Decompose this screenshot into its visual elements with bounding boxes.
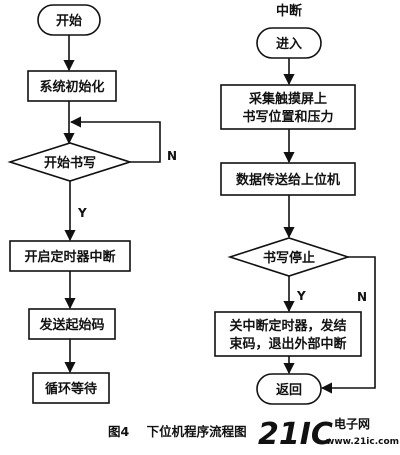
- decision-stop-writing: [227, 237, 351, 277]
- loop-box: [32, 372, 110, 404]
- init-box: [27, 70, 117, 102]
- watermark-cn: 电子网: [334, 416, 370, 431]
- decision-stop-writing-label: 书写停止: [263, 250, 315, 266]
- figure-caption: 图4 下位机程序流程图: [108, 424, 247, 439]
- timer-label: 开启定时器中断: [24, 249, 115, 265]
- interrupt-title: 中断: [276, 3, 302, 19]
- transmit-box: [220, 162, 356, 196]
- collect-box: [220, 84, 356, 130]
- edge-decision-no-loop: [69, 116, 161, 163]
- watermark-url: www.21ic.com: [326, 437, 399, 447]
- decision-yes-label-right: Y: [296, 289, 306, 303]
- watermark-logo: 21IC 电子网 www.21ic.com: [258, 416, 399, 452]
- close-box: [214, 311, 362, 357]
- collect-label-line2: 书写位置和压力: [242, 109, 333, 125]
- send-box: [28, 308, 116, 340]
- decision-no-label-left: N: [167, 149, 177, 163]
- edge-decision-no-return: [320, 256, 376, 394]
- return-terminal: [256, 373, 322, 405]
- return-label: 返回: [276, 383, 302, 398]
- enter-label: 进入: [276, 37, 302, 52]
- close-label-line2: 束码，退出外部中断: [229, 336, 346, 352]
- init-label: 系统初始化: [39, 79, 104, 95]
- close-label-line1: 关中断定时器，发结: [229, 318, 346, 334]
- watermark-brand: 21IC: [258, 417, 333, 452]
- transmit-label: 数据传送给上位机: [236, 172, 340, 188]
- loop-label: 循环等待: [45, 381, 97, 397]
- left-flow: 开始 系统初始化 N 开始书写 Y 开启定时器中断 发送起始码 循环等待: [7, 4, 177, 404]
- collect-label-line1: 采集触摸屏上: [248, 91, 327, 107]
- right-flow: 中断 进入 采集触摸屏上 书写位置和压力 数据传送给上位机 N 书写停止 Y 关…: [214, 3, 376, 405]
- decision-start-writing: [7, 142, 133, 182]
- decision-no-label-right: N: [357, 290, 367, 304]
- decision-yes-label-left: Y: [77, 206, 87, 220]
- start-label: 开始: [56, 13, 82, 29]
- send-label: 发送起始码: [38, 317, 104, 333]
- decision-start-writing-label: 开始书写: [44, 155, 96, 171]
